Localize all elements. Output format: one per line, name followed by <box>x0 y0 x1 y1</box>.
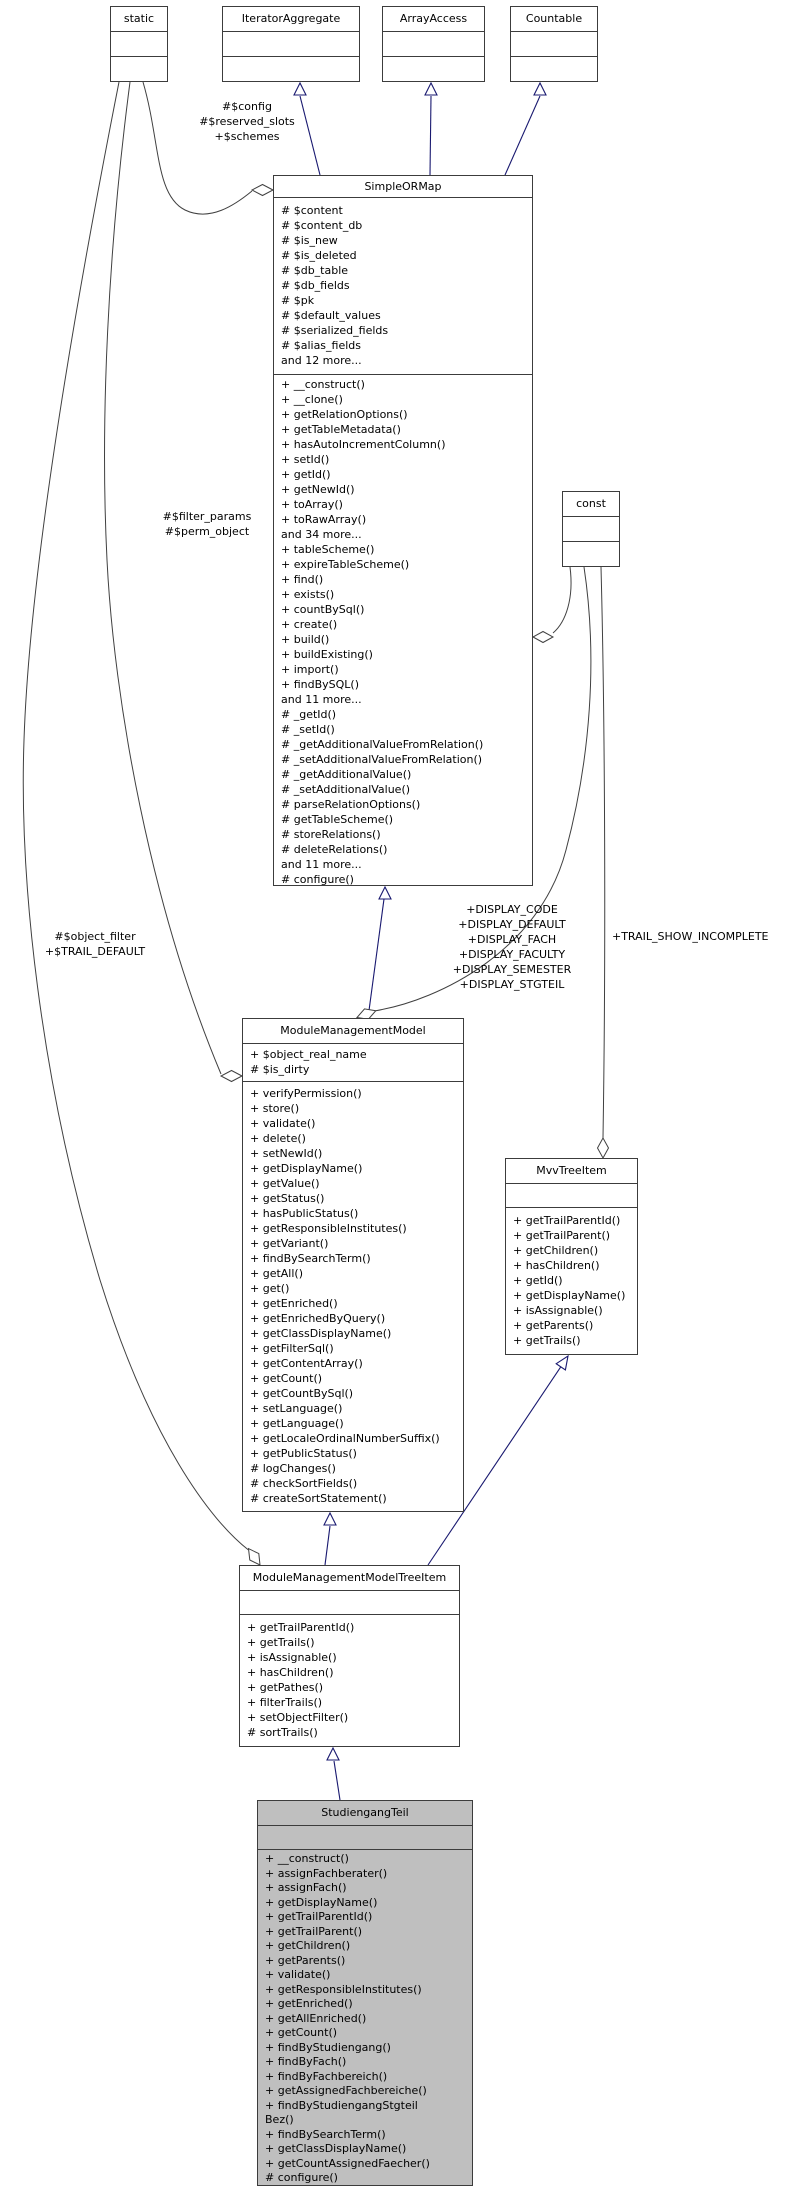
const-attributes-empty <box>563 517 619 542</box>
simpleormap-method-list: + __construct() + __clone() + getRelatio… <box>281 378 484 885</box>
class-title-modulemanagementmodel: ModuleManagementModel <box>243 1019 463 1044</box>
simpleormap-methods: + __construct() + __clone() + getRelatio… <box>274 375 532 885</box>
edge-simpleormap-to-countable <box>504 95 541 176</box>
edge-label-static-treeitem: #$object_filter +$TRAIL_DEFAULT <box>44 930 146 958</box>
class-title-studiengangteil: StudiengangTeil <box>258 1801 472 1826</box>
diamond-mvvtreeitem-const <box>596 1136 610 1160</box>
inheritance-edges <box>299 95 562 1801</box>
class-box-const[interactable]: const <box>562 491 620 567</box>
class-box-simpleormap[interactable]: SimpleORMap # $content # $content_db # $… <box>273 175 533 886</box>
modulemanagementmodel-method-list: + verifyPermission() + store() + validat… <box>250 1087 440 1505</box>
edge-simpleormap-to-iteratoraggregate <box>299 95 321 176</box>
edge-const-to-mvvtreeitem <box>600 566 606 1139</box>
class-title-const: const <box>563 492 619 517</box>
treeitem-attributes-empty <box>240 1591 459 1615</box>
class-box-arrayaccess[interactable]: ArrayAccess <box>382 6 485 82</box>
class-title-treeitem: ModuleManagementModelTreeItem <box>240 1566 459 1591</box>
class-box-modulemanagementmodel[interactable]: ModuleManagementModel + $object_real_nam… <box>242 1018 464 1512</box>
usage-edges <box>22 81 606 1551</box>
class-title-countable: Countable <box>511 7 597 32</box>
arrowhead-mvvtreeitem <box>555 1354 569 1371</box>
class-box-static[interactable]: static <box>110 6 168 82</box>
arrayaccess-attributes-empty <box>383 32 484 57</box>
diamond-simpleormap-static <box>250 183 275 197</box>
arrowhead-treeitem <box>326 1746 340 1761</box>
arrowhead-countable <box>533 81 547 96</box>
class-box-studiengangteil[interactable]: StudiengangTeil + __construct() + assign… <box>257 1800 473 2186</box>
iteratoraggregate-attributes-empty <box>223 32 359 57</box>
studiengangteil-method-list: + __construct() + assignFachberater() + … <box>265 1852 430 2184</box>
mvvtreeitem-method-list: + getTrailParentId() + getTrailParent() … <box>513 1214 626 1347</box>
treeitem-method-list: + getTrailParentId() + getTrails() + isA… <box>247 1621 355 1739</box>
mvvtreeitem-methods: + getTrailParentId() + getTrailParent() … <box>506 1208 637 1354</box>
edge-label-const-modulemanagementmodel: +DISPLAY_CODE +DISPLAY_DEFAULT +DISPLAY_… <box>452 903 572 991</box>
const-methods-empty <box>563 542 619 566</box>
modulemanagementmodel-attribute-list: + $object_real_name # $is_dirty <box>250 1048 367 1076</box>
static-methods-empty <box>111 57 167 81</box>
edge-label-const-mvvtreeitem: +TRAIL_SHOW_INCOMPLETE <box>612 930 769 943</box>
treeitem-methods: + getTrailParentId() + getTrails() + isA… <box>240 1615 459 1746</box>
simpleormap-attribute-list: # $content # $content_db # $is_new # $is… <box>281 204 389 367</box>
arrowhead-simpleormap <box>378 885 392 900</box>
edge-const-to-modulemanagementmodel <box>375 566 592 1012</box>
edge-modulemanagementmodel-to-simpleormap <box>367 898 385 1019</box>
edge-static-to-treeitem <box>22 81 249 1551</box>
edge-treeitem-to-mvvtreeitem <box>427 1366 562 1566</box>
mvvtreeitem-attributes-empty <box>506 1184 637 1208</box>
edge-studiengangteil-to-treeitem <box>333 1760 341 1801</box>
edge-static-to-simpleormap <box>142 81 253 215</box>
countable-methods-empty <box>511 57 597 81</box>
edge-label-static-modulemanagementmodel: #$filter_params #$perm_object <box>162 510 252 538</box>
class-box-countable[interactable]: Countable <box>510 6 598 82</box>
diamond-treeitem-static <box>247 1547 261 1566</box>
edge-static-to-modulemanagementmodel <box>104 81 222 1075</box>
arrowhead-arrayaccess <box>424 81 438 96</box>
class-box-treeitem[interactable]: ModuleManagementModelTreeItem + getTrail… <box>239 1565 460 1747</box>
edge-simpleormap-to-arrayaccess <box>429 95 432 176</box>
edge-treeitem-to-modulemanagementmodel <box>324 1525 331 1566</box>
class-title-mvvtreeitem: MvvTreeItem <box>506 1159 637 1184</box>
static-attributes-empty <box>111 32 167 57</box>
countable-attributes-empty <box>511 32 597 57</box>
arrowhead-iteratoraggregate <box>293 81 307 96</box>
modulemanagementmodel-methods: + verifyPermission() + store() + validat… <box>243 1082 463 1511</box>
diamond-modulemanagementmodel-static <box>219 1069 244 1083</box>
edge-label-static-simpleormap: #$config #$reserved_slots +$schemes <box>199 100 295 143</box>
class-box-iteratoraggregate[interactable]: IteratorAggregate <box>222 6 360 82</box>
studiengangteil-methods: + __construct() + assignFachberater() + … <box>258 1850 472 2185</box>
diamond-simpleormap-const <box>531 630 555 644</box>
modulemanagementmodel-attributes: + $object_real_name # $is_dirty <box>243 1044 463 1082</box>
arrowhead-modulemanagementmodel <box>323 1511 337 1526</box>
simpleormap-attributes: # $content # $content_db # $is_new # $is… <box>274 198 532 375</box>
class-title-static: static <box>111 7 167 32</box>
inheritance-arrowheads <box>293 81 569 1761</box>
class-title-arrayaccess: ArrayAccess <box>383 7 484 32</box>
edge-const-to-simpleormap <box>552 566 572 634</box>
class-box-mvvtreeitem[interactable]: MvvTreeItem + getTrailParentId() + getTr… <box>505 1158 638 1355</box>
arrayaccess-methods-empty <box>383 57 484 81</box>
class-title-iteratoraggregate: IteratorAggregate <box>223 7 359 32</box>
class-title-simpleormap: SimpleORMap <box>274 176 532 198</box>
studiengangteil-attributes-empty <box>258 1826 472 1850</box>
iteratoraggregate-methods-empty <box>223 57 359 81</box>
